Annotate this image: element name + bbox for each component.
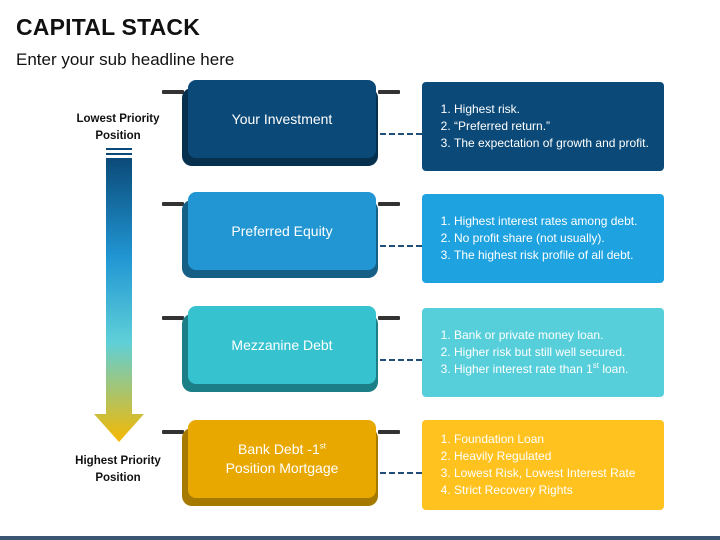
description-point: Highest interest rates among debt. — [454, 213, 652, 230]
dashed-connector — [380, 133, 422, 135]
dashed-connector — [380, 245, 422, 247]
page-subtitle: Enter your sub headline here — [16, 50, 235, 69]
description-point: Bank or private money loan. — [454, 327, 652, 344]
description-point: Highest risk. — [454, 101, 652, 118]
dashed-connector — [380, 359, 422, 361]
connector-tab — [162, 316, 184, 320]
footer-bar — [0, 536, 720, 540]
connector-tab — [378, 90, 400, 94]
layer-preferred-label: Preferred Equity — [188, 192, 376, 270]
layer-investment-label: Your Investment — [188, 80, 376, 158]
lowest-priority-label: Lowest Priority Position — [55, 111, 181, 145]
ordinal-suffix: st — [592, 361, 599, 370]
bank-label-line1: Bank Debt -1st — [238, 440, 326, 459]
lowest-priority-line1: Lowest Priority — [76, 113, 160, 125]
description-mezzanine-debt: Bank or private money loan. Higher risk … — [422, 308, 664, 397]
connector-tab — [378, 316, 400, 320]
point-text: Higher interest rate than 1 — [454, 362, 593, 376]
stack-layer-investment: Your Investment — [162, 80, 400, 166]
stack-layer-mezzanine-debt: Mezzanine Debt — [162, 306, 400, 392]
connector-tab — [162, 430, 184, 434]
ordinal-suffix: st — [319, 441, 326, 451]
description-point: The expectation of growth and profit. — [454, 135, 652, 152]
highest-priority-line1: Highest Priority — [75, 455, 161, 467]
connector-tab — [162, 90, 184, 94]
layer-bank-label: Bank Debt -1st Position Mortgage — [188, 420, 376, 498]
bank-label-text: Bank Debt -1 — [238, 441, 320, 457]
description-point: The highest risk profile of all debt. — [454, 247, 652, 264]
priority-arrow-icon — [94, 148, 144, 442]
highest-priority-label: Highest Priority Position — [55, 453, 181, 487]
connector-tab — [378, 430, 400, 434]
connector-tab — [378, 202, 400, 206]
lowest-priority-line2: Position — [95, 130, 141, 142]
description-point: Lowest Risk, Lowest Interest Rate — [454, 465, 652, 482]
description-point: Higher interest rate than 1st loan. — [454, 361, 652, 378]
point-text: loan. — [598, 362, 629, 376]
stack-layer-bank-debt: Bank Debt -1st Position Mortgage — [162, 420, 400, 506]
description-bank-debt: Foundation Loan Heavily Regulated Lowest… — [422, 420, 664, 510]
connector-tab — [162, 202, 184, 206]
stack-layer-preferred-equity: Preferred Equity — [162, 192, 400, 278]
dashed-connector — [380, 472, 422, 474]
page-title: CAPITAL STACK — [16, 14, 201, 40]
description-point: Strict Recovery Rights — [454, 482, 652, 499]
description-point: Foundation Loan — [454, 431, 652, 448]
bank-label-line2: Position Mortgage — [225, 460, 339, 476]
description-point: No profit share (not usually). — [454, 230, 652, 247]
highest-priority-line2: Position — [95, 472, 141, 484]
layer-mezzanine-label: Mezzanine Debt — [188, 306, 376, 384]
description-point: “Preferred return.” — [454, 118, 652, 135]
description-point: Higher risk but still well secured. — [454, 344, 652, 361]
description-investment: Highest risk. “Preferred return.” The ex… — [422, 82, 664, 171]
description-point: Heavily Regulated — [454, 448, 652, 465]
description-preferred-equity: Highest interest rates among debt. No pr… — [422, 194, 664, 283]
